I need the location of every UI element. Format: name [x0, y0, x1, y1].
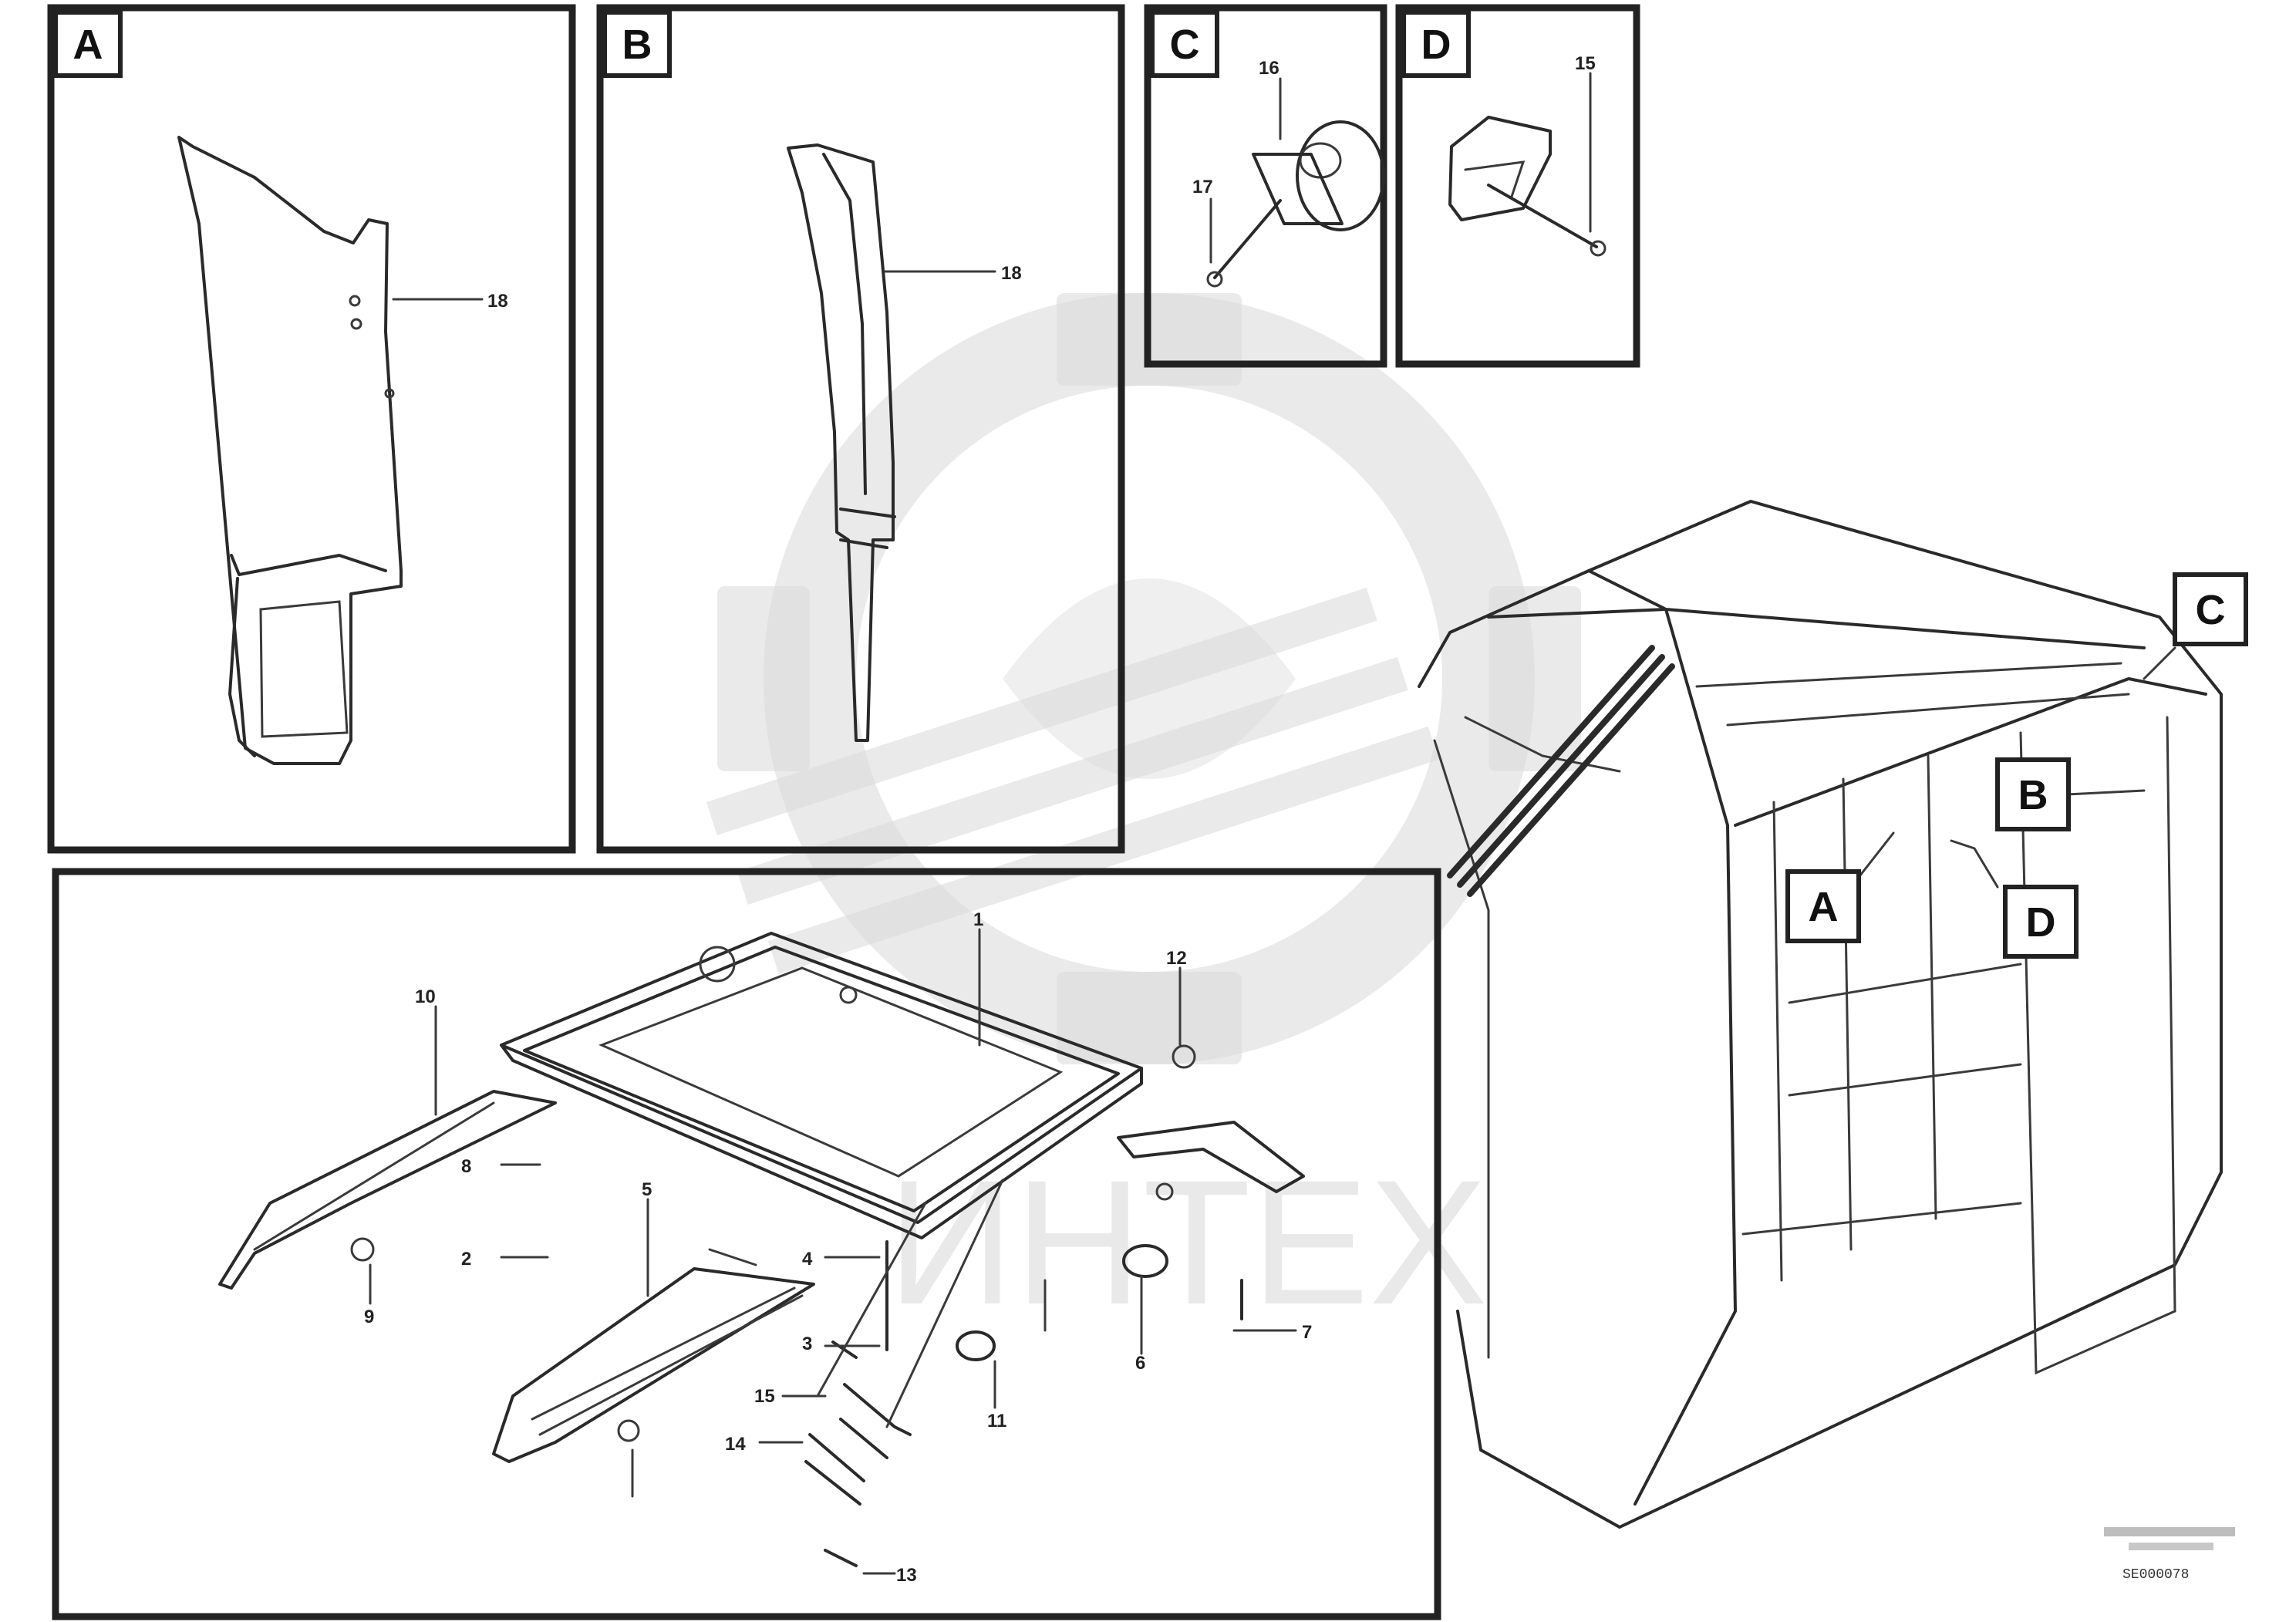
cab-tag-a: A: [1785, 831, 1895, 943]
drawing-code-block: SE000078: [2104, 1527, 2235, 1583]
drawing-code: SE000078: [2122, 1567, 2189, 1583]
callout-6: 6: [1135, 1353, 1145, 1374]
cab-outline: [1418, 500, 2223, 1529]
panel-b-tag: B: [602, 10, 672, 78]
callout-8: 8: [461, 1156, 471, 1177]
callout-4: 4: [802, 1249, 813, 1270]
panel-c-tag: C: [1150, 10, 1219, 78]
front-rail-part: [492, 1267, 815, 1463]
panel-b-callout: 18: [1001, 263, 1022, 284]
watermark: ИНТЕХ: [706, 293, 1581, 1341]
detail-panel-a: A 18: [47, 4, 576, 854]
panel-d-callout: 15: [1575, 53, 1596, 74]
callout-13: 13: [896, 1565, 917, 1586]
cab-tag-c-label: C: [2196, 587, 2226, 633]
cab-tag-d-label: D: [2026, 899, 2056, 946]
watermark-text: ИНТЕХ: [887, 1143, 1488, 1341]
left-side-rail-part: [218, 1090, 557, 1290]
panel-d-tag: D: [1401, 10, 1471, 78]
detail-panel-c: C 16 17: [1144, 4, 1387, 368]
cab-tag-b: B: [1995, 757, 2146, 831]
cab-tag-d: D: [1950, 839, 2079, 959]
cab-tag-b-label: B: [2018, 772, 2048, 818]
panel-c-callout-16: 16: [1259, 58, 1279, 79]
callout-3: 3: [802, 1334, 812, 1354]
main-exploded-view: 1 2 3 4 5 6 7 8 9 10 11 12 13 14 15: [52, 868, 1441, 1620]
callout-10: 10: [415, 986, 436, 1007]
panel-a-tag-label: A: [73, 22, 103, 68]
panel-d-tag-label: D: [1421, 22, 1451, 68]
panel-b-tag-label: B: [622, 22, 652, 68]
fastener-group: [804, 1240, 1243, 1567]
callout-5: 5: [642, 1179, 652, 1200]
bracket-part: [1448, 116, 1607, 257]
callout-9: 9: [364, 1307, 374, 1327]
callout-1: 1: [973, 909, 983, 930]
callout-11: 11: [987, 1411, 1006, 1431]
callout-2: 2: [461, 1249, 471, 1270]
panel-c-callout-17: 17: [1192, 177, 1213, 197]
detail-panel-d: D 15: [1395, 4, 1640, 368]
trim-panel-part: [177, 136, 403, 765]
right-bracket-part: [1117, 1044, 1305, 1201]
callout-14: 14: [725, 1434, 746, 1455]
callout-7: 7: [1302, 1322, 1312, 1343]
callout-15: 15: [754, 1386, 775, 1407]
leader-lines: [369, 928, 1297, 1575]
panel-a-tag: A: [53, 10, 123, 78]
cab-tag-c: C: [2143, 572, 2248, 680]
panel-a-callout: 18: [487, 291, 508, 312]
callout-12: 12: [1166, 948, 1187, 969]
clip-part: [1206, 120, 1385, 288]
panel-c-tag-label: C: [1170, 22, 1200, 68]
main-callouts: 1 2 3 4 5 6 7 8 9 10 11 12 13 14 15: [364, 909, 1312, 1586]
pillar-trim-part: [787, 143, 896, 742]
roof-headliner-part: [500, 932, 1143, 1239]
cab-tag-a-label: A: [1809, 884, 1839, 930]
detail-panel-b: B 18: [596, 4, 1125, 854]
